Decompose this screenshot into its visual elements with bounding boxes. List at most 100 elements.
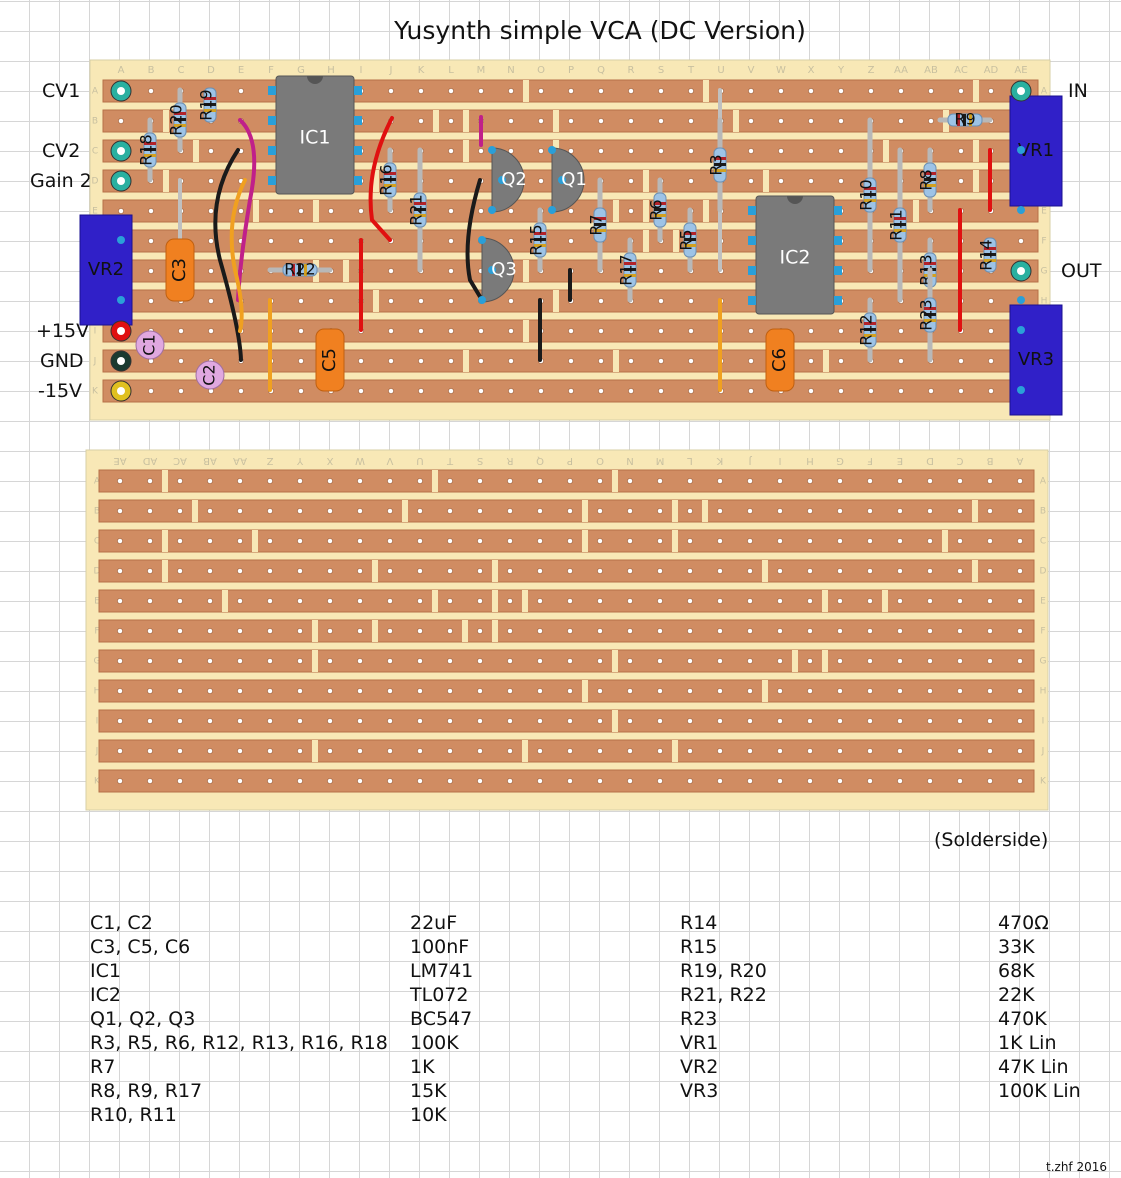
hole xyxy=(1017,508,1023,514)
hole xyxy=(837,658,843,664)
hole xyxy=(957,718,963,724)
resistor-label: R3 xyxy=(707,154,726,175)
hole xyxy=(657,748,663,754)
resistor-band xyxy=(414,214,426,217)
hole xyxy=(537,658,543,664)
hole xyxy=(657,628,663,634)
hole xyxy=(987,538,993,544)
track-cut xyxy=(792,650,798,672)
bom-part: C3, C5, C6 xyxy=(90,936,191,958)
hole xyxy=(507,628,513,634)
hole xyxy=(717,748,723,754)
hole xyxy=(387,718,393,724)
track-cut xyxy=(522,590,528,612)
row-label: J xyxy=(93,357,97,367)
bom-part: R3, R5, R6, R12, R13, R16, R18 xyxy=(90,1032,388,1054)
hole xyxy=(927,598,933,604)
column-label: E xyxy=(238,65,244,76)
jack-gnd-center xyxy=(117,357,125,365)
track-cut xyxy=(733,110,739,132)
hole xyxy=(507,478,513,484)
hole xyxy=(388,88,394,94)
resistor-band xyxy=(144,142,156,145)
hole xyxy=(838,358,844,364)
hole xyxy=(447,478,453,484)
hole xyxy=(927,478,933,484)
hole xyxy=(267,628,273,634)
transistor-body xyxy=(481,237,515,303)
hole xyxy=(867,568,873,574)
resistor-band xyxy=(384,172,396,175)
track-cut xyxy=(612,650,618,672)
hole xyxy=(388,268,394,274)
hole xyxy=(988,358,994,364)
hole xyxy=(567,598,573,604)
ic-pin xyxy=(748,296,756,305)
capacitor-label: C2 xyxy=(200,364,219,385)
bom-part: C1, C2 xyxy=(90,912,153,934)
hole xyxy=(748,148,754,154)
hole xyxy=(928,88,934,94)
transistor-pin xyxy=(488,206,496,214)
hole xyxy=(477,628,483,634)
hole xyxy=(598,328,604,334)
hole xyxy=(807,778,813,784)
hole xyxy=(688,358,694,364)
resistor-label: R12 xyxy=(857,314,876,345)
hole xyxy=(387,658,393,664)
hole xyxy=(958,178,964,184)
column-label: H xyxy=(806,455,814,466)
hole xyxy=(327,748,333,754)
hole xyxy=(147,628,153,634)
resistor-label: R16 xyxy=(377,164,396,195)
hole xyxy=(627,628,633,634)
row-label: G xyxy=(1040,657,1047,667)
hole xyxy=(897,778,903,784)
hole xyxy=(207,778,213,784)
hole xyxy=(267,748,273,754)
column-label: M xyxy=(477,65,486,76)
hole xyxy=(567,538,573,544)
hole xyxy=(747,628,753,634)
ic-pin xyxy=(268,176,276,185)
hole xyxy=(717,568,723,574)
hole xyxy=(777,628,783,634)
hole xyxy=(777,658,783,664)
hole xyxy=(657,508,663,514)
diagram-title: Yusynth simple VCA (DC Version) xyxy=(394,16,806,45)
hole xyxy=(327,628,333,634)
resistor-band xyxy=(864,328,876,331)
track-cut xyxy=(492,560,498,582)
hole xyxy=(177,478,183,484)
bom-value: LM741 xyxy=(410,960,474,982)
track-cut xyxy=(312,620,318,642)
hole xyxy=(177,778,183,784)
hole xyxy=(297,658,303,664)
hole xyxy=(237,508,243,514)
column-label: X xyxy=(808,65,815,76)
hole xyxy=(477,658,483,664)
jack-gain2-center xyxy=(117,177,125,185)
hole xyxy=(987,478,993,484)
track-cut xyxy=(553,290,559,312)
jack-minus15v-center xyxy=(117,387,125,395)
pot-pin xyxy=(1017,326,1025,334)
resistor-band xyxy=(864,334,876,337)
resistor-label: R19 xyxy=(197,89,216,120)
column-label: G xyxy=(297,65,305,76)
hole xyxy=(417,508,423,514)
hole xyxy=(477,568,483,574)
hole xyxy=(477,508,483,514)
resistor-band xyxy=(894,217,906,220)
hole xyxy=(867,688,873,694)
ic-pin xyxy=(834,266,842,275)
pot-pin xyxy=(1017,206,1025,214)
track-cut xyxy=(822,590,828,612)
track-cut xyxy=(613,350,619,372)
row-label: I xyxy=(1042,717,1045,727)
track-cut xyxy=(433,110,439,132)
row-label: J xyxy=(95,747,99,757)
transistor-body xyxy=(491,147,525,213)
hole xyxy=(987,508,993,514)
resistor-band xyxy=(144,154,156,157)
